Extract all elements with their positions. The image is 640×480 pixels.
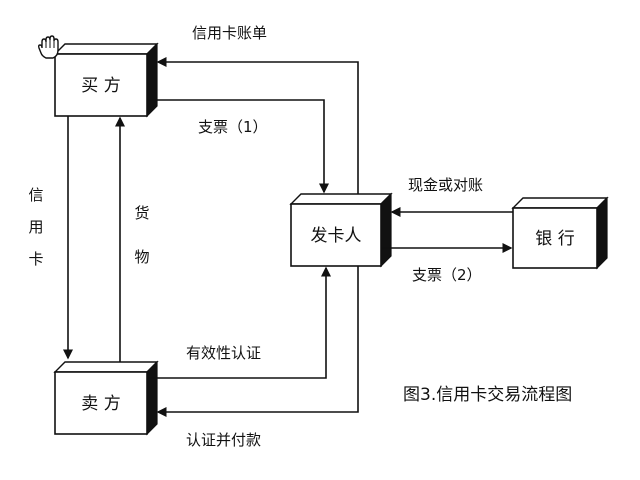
issuer-label: 发卡人: [311, 226, 362, 246]
credit-card-bill-label: 信用卡账单: [192, 24, 267, 42]
bank-label: 银 行: [535, 229, 574, 249]
credit-card-label-1: 信: [28, 186, 43, 204]
hand-cursor-icon: [37, 35, 59, 59]
buyer-box: 买 方: [53, 42, 159, 118]
auth-and-pay-label: 认证并付款: [186, 431, 261, 449]
validity-auth-label: 有效性认证: [186, 344, 261, 362]
figure-caption: 图3.信用卡交易流程图: [403, 385, 572, 405]
check-1-arrow: [147, 99, 329, 194]
seller-label: 卖 方: [81, 394, 120, 414]
seller-box: 卖 方: [53, 360, 159, 436]
goods-label-1: 货: [134, 204, 149, 222]
check-2-label: 支票（2）: [412, 266, 482, 284]
credit-card-label-3: 卡: [28, 250, 43, 268]
bank-box: 银 行: [511, 196, 609, 270]
cash-or-reconcile-label: 现金或对账: [408, 176, 483, 194]
credit-card-label-2: 用: [28, 218, 43, 236]
issuer-box: 发卡人: [289, 192, 393, 268]
check-1-label: 支票（1）: [198, 118, 268, 136]
auth-and-pay-arrow: [156, 266, 359, 417]
credit-card-bill-arrow: [156, 57, 359, 194]
buyer-label: 买 方: [81, 76, 120, 96]
validity-auth-arrow: [147, 266, 331, 379]
goods-label-2: 物: [134, 248, 149, 266]
